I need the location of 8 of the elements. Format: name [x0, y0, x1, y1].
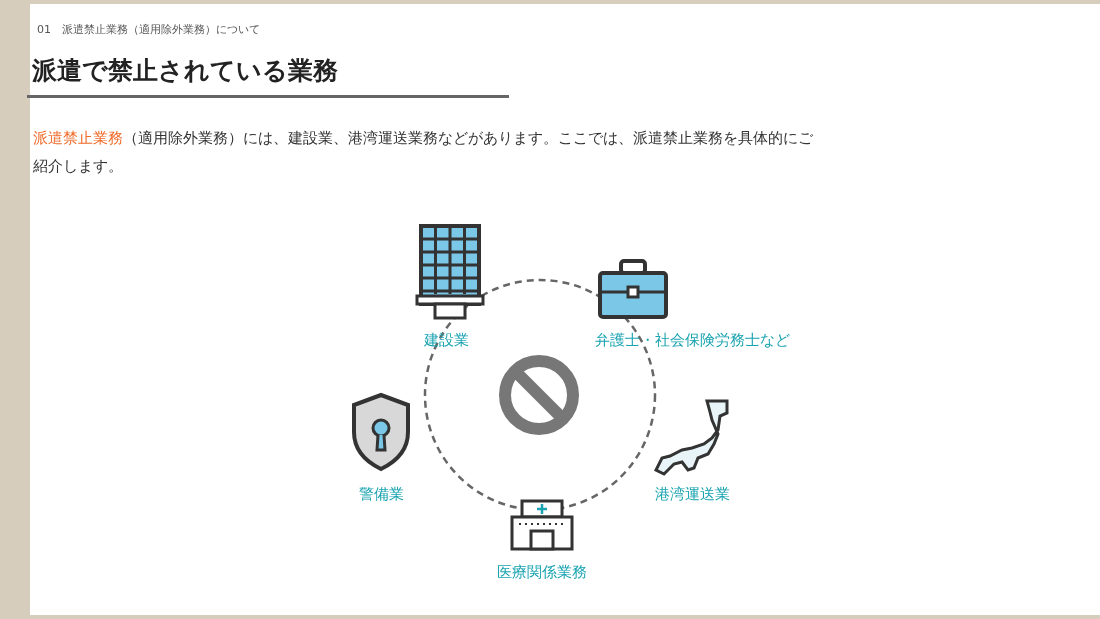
- category-label: 警備業: [358, 485, 404, 504]
- category-label: 弁護士・社会保険労務士など: [594, 331, 790, 350]
- category-label: 医療関係業務: [497, 563, 587, 582]
- slide-title: 派遣で禁止されている業務: [32, 55, 338, 87]
- category-label: 建設業: [423, 331, 469, 350]
- section-label: 01 派遣禁止業務（適用除外業務）について: [37, 22, 260, 37]
- intro-paragraph: 派遣禁止業務（適用除外業務）には、建設業、港湾運送業務などがあります。ここでは、派遣禁止業務を具体的にご紹介します。: [33, 128, 814, 177]
- category-label: 港湾運送業: [654, 485, 730, 504]
